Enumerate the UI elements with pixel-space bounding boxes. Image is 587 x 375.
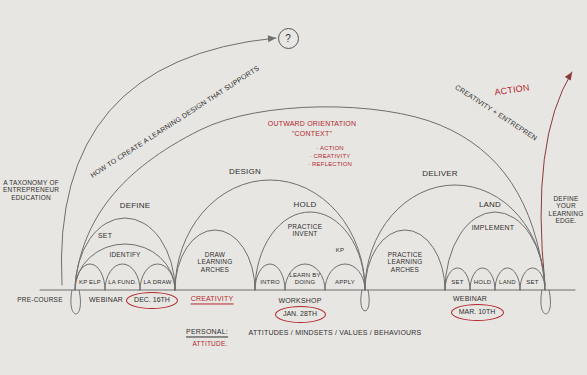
theme-label: CREATIVITY [191, 295, 234, 304]
small-arch-label: LA FUND. [108, 279, 137, 286]
side-note: DEFINE YOUR LEARNING EDGE. [548, 195, 584, 225]
date-oval: JAN. 28TH [275, 306, 326, 323]
node-text: JAN. 28TH [283, 310, 317, 318]
action-arrow [541, 72, 572, 285]
arch-caption: HOW TO CREATE A LEARNING DESIGN THAT SUP… [89, 64, 261, 179]
side-note: A TAXONOMY OF ENTREPRENEUR EDUCATION [3, 179, 59, 201]
small-arch-label: LAND [499, 279, 516, 286]
node-text: DEC. 16TH [134, 296, 170, 304]
date-oval: DEC. 16TH [126, 292, 178, 309]
small-arch-label: APPLY [335, 279, 355, 286]
loop [541, 290, 551, 314]
small-arch [105, 264, 140, 290]
personal-note: ATTITUDE. [193, 340, 228, 347]
loop [71, 290, 81, 314]
personal-label: PERSONAL: [186, 328, 228, 337]
stage-label: DESIGN [229, 167, 261, 176]
design-arch [175, 180, 365, 290]
session-label: WORKSHOP [278, 297, 321, 305]
arch-label: SET [98, 232, 112, 240]
practice-arch [365, 230, 445, 290]
loop [361, 290, 369, 311]
bullet-note: · CREATIVITY [310, 153, 351, 160]
arrowhead [268, 35, 276, 42]
arch-label: PRACTICE LEARNING ARCHES [383, 251, 427, 273]
bullet-note: · ACTION [316, 145, 344, 152]
small-arch-label: INTRO [260, 279, 280, 286]
small-arch [75, 264, 105, 290]
draw-arch [175, 230, 255, 290]
arch-label: DRAW LEARNING ARCHES [196, 251, 234, 273]
hold-arch [255, 212, 365, 290]
session-label: WEBINAR [89, 296, 123, 304]
small-arch-label: KP ELP [79, 279, 101, 286]
context-note: "CONTEXT" [292, 130, 332, 138]
session-label: WEBINAR [453, 295, 487, 303]
small-arch [445, 268, 470, 290]
small-arch-label: SET [451, 279, 463, 286]
question-circle: ? [278, 28, 299, 49]
small-arch [520, 268, 545, 290]
arch-label: PRACTICE INVENT [285, 223, 325, 238]
big-arch [75, 107, 545, 285]
small-arch-label: LA DRAW [143, 279, 171, 286]
land-arch [445, 212, 545, 290]
small-arch [470, 268, 495, 290]
small-arch [285, 264, 325, 290]
stage-label: DEFINE [120, 201, 151, 210]
stage-label: DELIVER [422, 169, 458, 178]
small-arch-label: LEARN BY DOING [289, 272, 321, 286]
arch-label: KP [336, 247, 344, 254]
arch-label: LAND [479, 200, 501, 209]
define-arch [75, 218, 175, 290]
bullet-note: · REFLECTION [308, 161, 352, 168]
node-text: MAR. 10TH [459, 308, 496, 316]
set-arch [75, 244, 175, 290]
context-note: OUTWARD ORIENTATION [268, 120, 356, 128]
small-arch-label: HOLD [474, 279, 491, 286]
node-text: ? [285, 33, 291, 44]
personal-label: ATTITUDES / MINDSETS / VALUES / BEHAVIOU… [249, 329, 422, 337]
small-arch [255, 264, 285, 290]
arch-label: HOLD [293, 200, 316, 209]
date-oval: MAR. 10TH [451, 304, 504, 321]
session-label: PRE-COURSE [17, 296, 62, 303]
small-arch [495, 268, 520, 290]
deliver-arch [365, 185, 545, 290]
small-arch-label: SET [526, 279, 538, 286]
action-note: ACTION [494, 82, 530, 97]
small-arch [325, 264, 365, 290]
arrowhead [565, 72, 572, 81]
arch-label: IMPLEMENT [472, 224, 515, 232]
small-arch [140, 264, 175, 290]
arch-label: IDENTIFY [109, 251, 140, 258]
